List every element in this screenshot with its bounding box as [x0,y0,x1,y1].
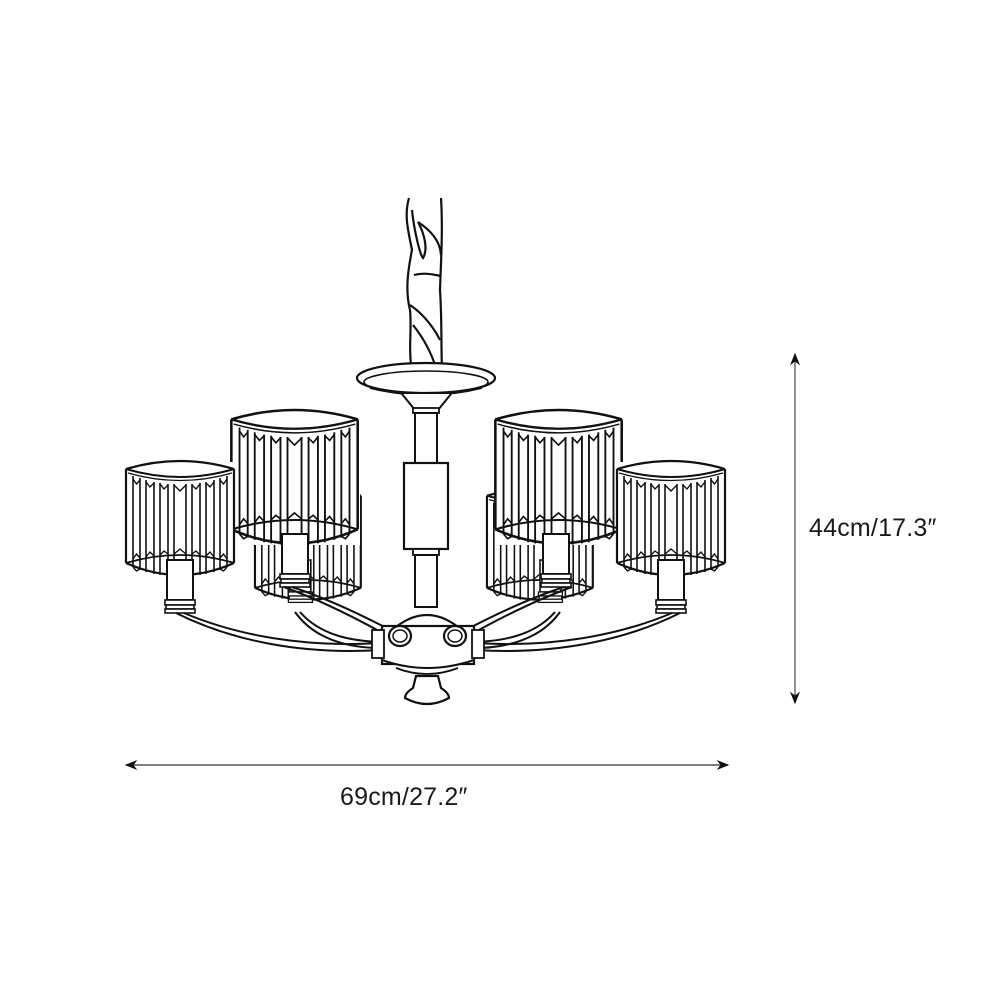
shade-outer-right [615,459,727,578]
width-dimension-label: 69cm/27.2″ [340,783,468,811]
shade-outer-left [124,459,236,578]
canopy [355,361,497,411]
height-dimension-label: 44cm/17.3″ [809,514,937,542]
finial [403,674,451,706]
chain [405,197,444,371]
hub [371,613,485,675]
center-stem [402,407,450,608]
shade-inner-left [230,408,360,546]
shade-inner-right [494,408,624,546]
